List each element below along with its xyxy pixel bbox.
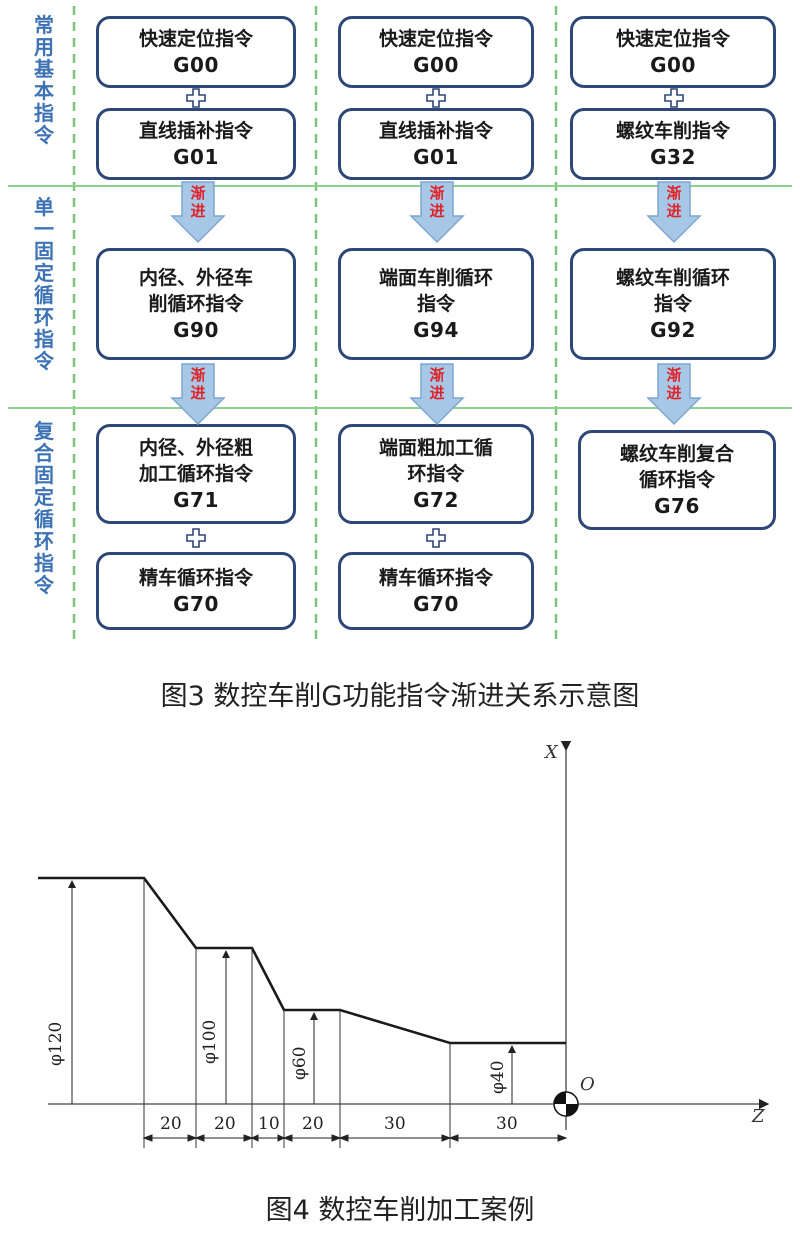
box-code: G90 (173, 318, 219, 342)
down-arrow-icon (409, 363, 465, 426)
length-dim-ticks (142, 1134, 568, 1142)
box-code: G72 (413, 488, 459, 512)
box-text: 端面车削循环 (378, 267, 493, 289)
length-label: 20 (214, 1114, 236, 1134)
progress-arrow: 渐进 (646, 180, 702, 244)
box-text: 削循环指令 (148, 293, 244, 315)
plus-icon (186, 528, 206, 548)
figure-3: 常用基本指令 单一固定循环指令 复合固定循环指令 快速定位指令 G00 直线插补… (8, 6, 792, 640)
box-col2-g00: 快速定位指令 G00 (338, 16, 534, 88)
box-col2-g01: 直线插补指令 G01 (338, 108, 534, 180)
side-label-compound: 复合固定循环指令 (34, 419, 54, 597)
box-text: 环指令 (407, 463, 465, 485)
box-col1-g90: 内径、外径车 削循环指令 G90 (96, 248, 296, 360)
part-drawing (38, 740, 770, 1148)
box-code: G32 (650, 145, 696, 169)
progress-arrow: 渐进 (170, 362, 226, 426)
arrow-label: 渐进 (429, 366, 445, 402)
box-text: 快速定位指令 (378, 28, 493, 50)
length-label: 20 (302, 1114, 324, 1134)
box-text: 指令 (653, 293, 692, 315)
box-text: 端面粗加工循 (378, 437, 493, 459)
plus-icon (426, 88, 446, 108)
box-text: 循环指令 (638, 469, 715, 491)
box-text: 螺纹车削复合 (619, 443, 734, 465)
figure-4: X Z O φ120 φ100 φ60 φ40 20 20 10 20 30 3… (0, 740, 800, 1160)
length-label: 20 (160, 1114, 182, 1134)
progress-arrow: 渐进 (170, 180, 226, 244)
box-col1-g01: 直线插补指令 G01 (96, 108, 296, 180)
side-label-basic: 常用基本指令 (34, 13, 54, 147)
arrow-label: 渐进 (190, 184, 206, 220)
box-text: 直线插补指令 (138, 120, 253, 142)
plus-icon (426, 528, 446, 548)
down-arrow-icon (409, 181, 465, 244)
down-arrow-icon (646, 363, 702, 426)
box-col1-g70: 精车循环指令 G70 (96, 552, 296, 630)
plus-icon (664, 88, 684, 108)
box-col3-g76: 螺纹车削复合 循环指令 G76 (578, 430, 776, 530)
box-code: G01 (413, 145, 459, 169)
box-code: G92 (650, 318, 696, 342)
box-code: G01 (173, 145, 219, 169)
diameter-label: φ100 (200, 1019, 220, 1064)
box-code: G70 (413, 592, 459, 616)
figure-3-caption: 图3 数控车削G功能指令渐进关系示意图 (160, 681, 640, 712)
axis-z-label: Z (752, 1106, 765, 1127)
box-text: 螺纹车削循环 (615, 267, 730, 289)
part-profile (38, 876, 566, 1045)
box-col3-g92: 螺纹车削循环 指令 G92 (570, 248, 776, 360)
box-code: G76 (654, 494, 700, 518)
diameter-label: φ40 (488, 1060, 508, 1094)
box-text: 精车循环指令 (378, 567, 493, 589)
arrow-label: 渐进 (666, 366, 682, 402)
box-col3-g00: 快速定位指令 G00 (570, 16, 776, 88)
diameter-label: φ60 (290, 1046, 310, 1080)
box-text: 加工循环指令 (138, 463, 253, 485)
figure-4-caption: 图4 数控车削加工案例 (265, 1195, 535, 1226)
box-text: 内径、外径车 (138, 267, 253, 289)
progress-arrow: 渐进 (409, 362, 465, 426)
down-arrow-icon (170, 363, 226, 426)
arrow-label: 渐进 (429, 184, 445, 220)
box-col1-g71: 内径、外径粗 加工循环指令 G71 (96, 424, 296, 524)
box-text: 快速定位指令 (615, 28, 730, 50)
plus-icon (186, 88, 206, 108)
down-arrow-icon (646, 181, 702, 244)
box-text: 精车循环指令 (138, 567, 253, 589)
diameter-label: φ120 (46, 1021, 66, 1066)
box-col3-g32: 螺纹车削指令 G32 (570, 108, 776, 180)
box-text: 快速定位指令 (138, 28, 253, 50)
box-text: 指令 (416, 293, 455, 315)
box-text: 内径、外径粗 (138, 437, 253, 459)
box-code: G00 (173, 53, 219, 77)
axis-x-label: X (545, 742, 558, 763)
box-code: G00 (650, 53, 696, 77)
box-text: 螺纹车削指令 (615, 120, 730, 142)
length-label: 30 (496, 1114, 518, 1134)
arrow-label: 渐进 (666, 184, 682, 220)
box-col2-g72: 端面粗加工循 环指令 G72 (338, 424, 534, 524)
box-text: 直线插补指令 (378, 120, 493, 142)
box-code: G70 (173, 592, 219, 616)
box-code: G94 (413, 318, 459, 342)
box-code: G71 (173, 488, 219, 512)
arrow-label: 渐进 (190, 366, 206, 402)
length-label: 10 (258, 1114, 280, 1134)
progress-arrow: 渐进 (409, 180, 465, 244)
box-code: G00 (413, 53, 459, 77)
box-col1-g00: 快速定位指令 G00 (96, 16, 296, 88)
origin-icon (553, 1091, 579, 1117)
side-label-single: 单一固定循环指令 (34, 195, 54, 373)
progress-arrow: 渐进 (646, 362, 702, 426)
box-col2-g94: 端面车削循环 指令 G94 (338, 248, 534, 360)
box-col2-g70: 精车循环指令 G70 (338, 552, 534, 630)
origin-label: O (580, 1074, 595, 1095)
length-label: 30 (384, 1114, 406, 1134)
down-arrow-icon (170, 181, 226, 244)
